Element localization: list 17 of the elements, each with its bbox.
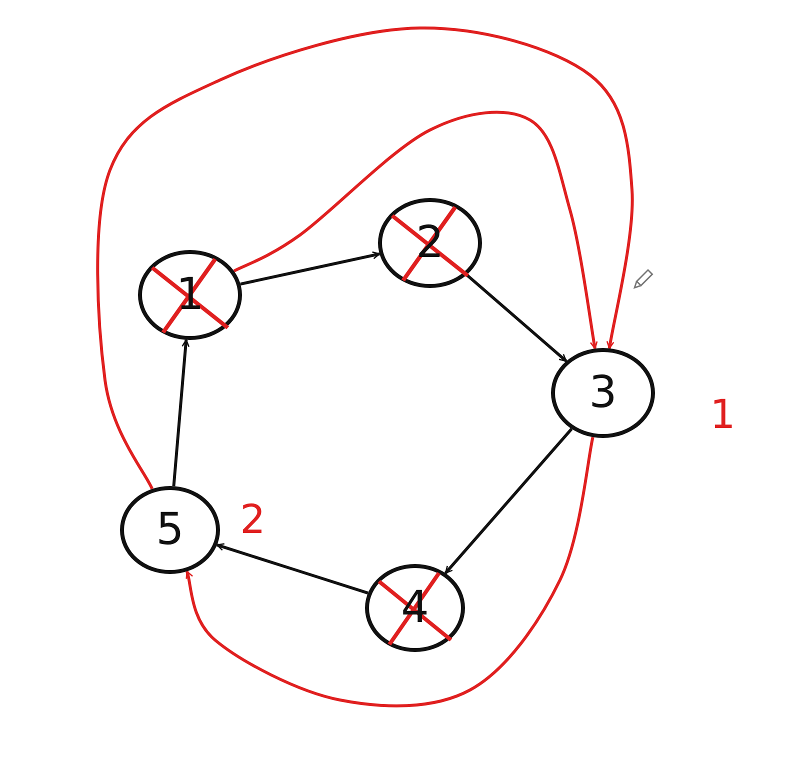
node-number: 3 [589,371,617,415]
arrow [240,251,380,286]
arrow [216,543,368,594]
annotation-number: 1 [710,395,736,435]
arrow [233,110,598,350]
annotation-number: 2 [240,500,266,540]
arrow [466,274,568,362]
circle-node [138,250,242,340]
arrow [444,428,573,574]
circle-node [551,348,655,438]
node-number: 5 [156,508,184,552]
arrow [172,339,190,486]
arrow [96,26,634,490]
circle-node [378,198,482,288]
circle-node [120,486,220,574]
circle-node [365,564,465,652]
arrow [185,436,594,708]
